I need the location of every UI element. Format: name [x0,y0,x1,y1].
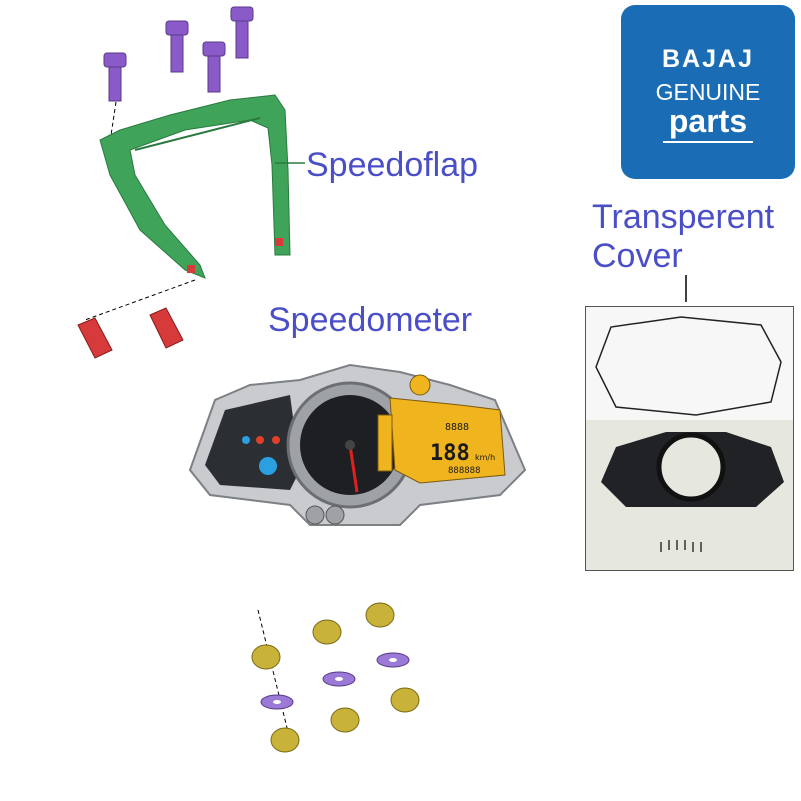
lcd-odo: 888888 [448,466,481,476]
grommet-3 [251,644,281,670]
grommet-2 [312,619,342,645]
grommet-5 [330,707,360,733]
bajaj-genuine-parts-logo: BAJAJ GENUINE parts [621,5,795,179]
grommet-1 [365,602,395,628]
speedometer-label: Speedometer [268,301,473,339]
lcd-clock: 8888 [445,422,469,433]
transparent-cover-photo [585,306,794,571]
logo-brand: BAJAJ [662,45,754,73]
clip-2 [149,307,184,349]
clip-1 [77,317,113,359]
grommet-4 [390,687,420,713]
bolt-2-shaft [170,34,184,73]
cover-label-line2: Cover [592,237,683,275]
grommet-6 [270,727,300,753]
bolt-3-shaft [235,20,249,59]
cover-label-line1: Transperent [592,198,775,236]
bolt-4-shaft [207,55,221,93]
tachometer-needle [348,444,359,493]
logo-line2: GENUINE [655,79,761,105]
bolt-1-shaft [108,66,122,102]
logo-line3: parts [668,103,748,139]
lcd-speed: 188 [430,441,470,466]
speedoflap-label: Speedoflap [306,146,479,184]
lcd-speed-unit: km/h [475,453,495,462]
